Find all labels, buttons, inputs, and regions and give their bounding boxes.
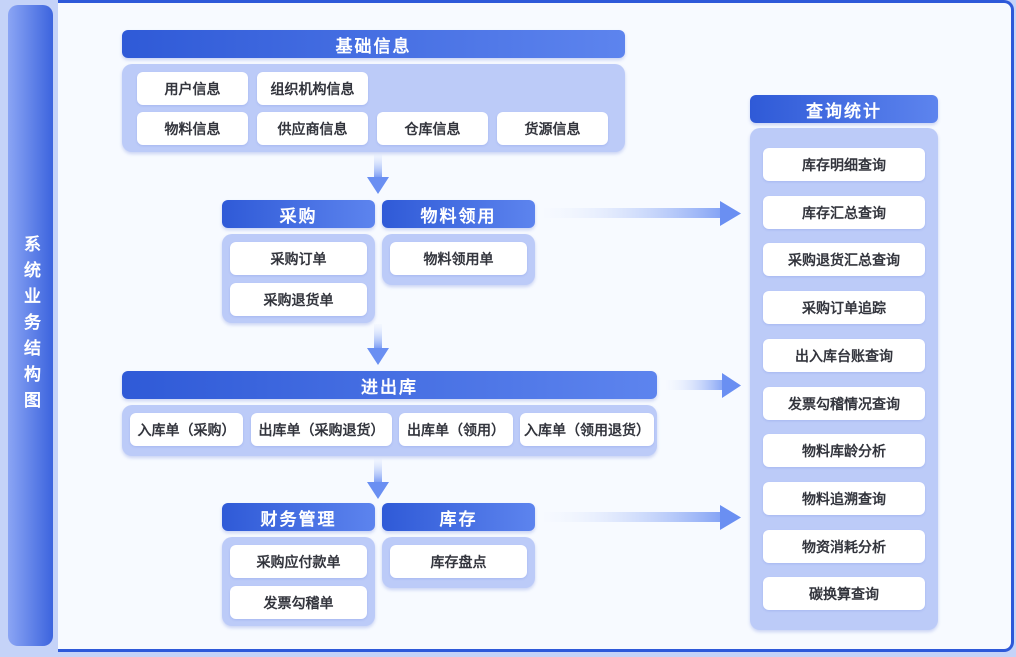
query-item-stock-summary: 库存汇总查询 (763, 196, 925, 229)
node-purchase-payable: 采购应付款单 (230, 545, 367, 578)
basic-info-header: 基础信息 (122, 30, 625, 58)
query-item-carbon-conversion: 碳换算查询 (763, 577, 925, 610)
query-item-inout-ledger: 出入库台账查询 (763, 339, 925, 372)
node-warehouse-info: 仓库信息 (377, 112, 488, 145)
arrow-right-icon (544, 505, 741, 530)
node-outbound-purchase-return: 出库单（采购退货） (251, 413, 392, 446)
node-org-info: 组织机构信息 (257, 72, 368, 105)
query-item-consumption-analysis: 物资消耗分析 (763, 530, 925, 563)
node-outbound-requisition: 出库单（领用） (399, 413, 513, 446)
arrow-right-icon (544, 201, 741, 226)
node-inbound-requisition-return: 入库单（领用退货） (520, 413, 654, 446)
query-item-material-trace: 物料追溯查询 (763, 482, 925, 515)
inventory-header: 库存 (382, 503, 535, 531)
node-material-info: 物料信息 (137, 112, 248, 145)
node-inbound-purchase: 入库单（采购） (130, 413, 243, 446)
node-material-requisition: 物料领用单 (390, 242, 527, 275)
diagram-title: 系统业务结构图 (21, 234, 40, 417)
node-supplier-info: 供应商信息 (257, 112, 368, 145)
requisition-header: 物料领用 (382, 200, 535, 228)
node-purchase-return: 采购退货单 (230, 283, 367, 316)
node-supply-source-info: 货源信息 (497, 112, 608, 145)
purchase-header: 采购 (222, 200, 375, 228)
query-item-material-aging: 物料库龄分析 (763, 434, 925, 467)
sidebar-title-bar: 系统业务结构图 (8, 5, 53, 646)
arrow-down-icon (367, 153, 389, 194)
inout-header: 进出库 (122, 371, 657, 399)
node-purchase-order: 采购订单 (230, 242, 367, 275)
query-stats-header: 查询统计 (750, 95, 938, 123)
arrow-down-icon (367, 324, 389, 365)
node-invoice-reconciliation: 发票勾稽单 (230, 586, 367, 619)
query-item-stock-detail: 库存明细查询 (763, 148, 925, 181)
arrow-right-icon (666, 373, 741, 398)
query-item-purchase-order-tracking: 采购订单追踪 (763, 291, 925, 324)
node-stocktaking: 库存盘点 (390, 545, 527, 578)
query-item-invoice-reconciliation-status: 发票勾稽情况查询 (763, 387, 925, 420)
finance-header: 财务管理 (222, 503, 375, 531)
node-user-info: 用户信息 (137, 72, 248, 105)
query-item-purchase-return-summary: 采购退货汇总查询 (763, 243, 925, 276)
arrow-down-icon (367, 458, 389, 499)
